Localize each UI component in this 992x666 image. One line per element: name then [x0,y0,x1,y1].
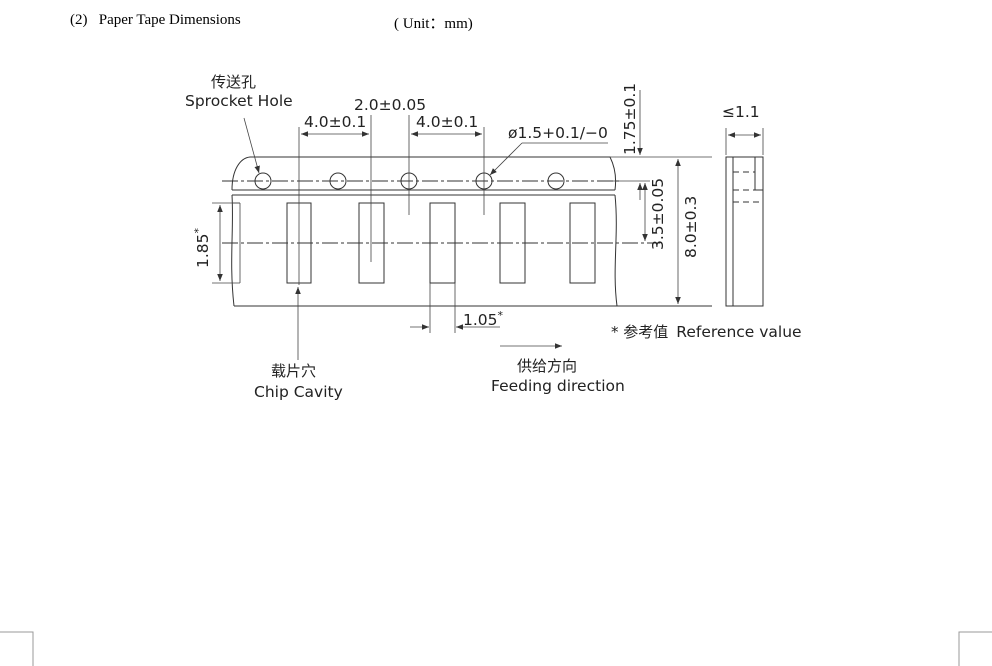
chip-cavity [499,202,526,284]
dim-thickness: ≤1.1 [722,103,760,121]
side-view-body [725,156,764,307]
sprocket-hole [254,172,272,190]
hole-diameter-leader [489,142,523,176]
tape-right-edge [614,194,618,307]
dim-pitch-right: 4.0±0.1 [416,113,478,131]
page-corner-mark-left [0,631,34,666]
tape-side-view [725,156,764,307]
tape-top-edge [231,156,617,191]
chip-cavity-label-cn: 载片穴 [271,362,316,380]
dim-cavity-length: 1.85* [192,227,212,268]
sprocket-hole [329,172,347,190]
dim-hole-edge: 1.75±0.1 [621,83,639,155]
dim-pitch-left: 4.0±0.1 [304,113,366,131]
page-corner-mark-right [958,631,992,666]
chip-cavity-label-en: Chip Cavity [254,383,343,401]
sprocket-hole-label-en: Sprocket Hole [185,92,293,110]
tape-left-edge [231,194,235,307]
feeding-direction-en: Feeding direction [491,377,625,395]
dim-cavity-width: 1.05* [463,309,504,329]
section-title: (2) Paper Tape Dimensions [70,12,241,28]
sprocket-hole [547,172,565,190]
chip-cavity [569,202,596,284]
chip-cavities [286,202,596,284]
chip-cavity [358,202,385,284]
dim-tape-width: 8.0±0.3 [682,196,700,258]
feeding-direction-cn: 供给方向 [517,357,577,375]
chip-cavity [429,202,456,284]
dim-row-offset: 3.5±0.05 [649,178,667,250]
unit-label: ( Unit：mm) [394,16,473,32]
sprocket-hole-leader [243,117,260,174]
dim-hole-diameter: ø1.5+0.1/−0 [508,124,608,142]
dim-hole-pitch: 2.0±0.05 [354,96,426,114]
sprocket-hole-label-cn: 传送孔 [211,73,256,91]
